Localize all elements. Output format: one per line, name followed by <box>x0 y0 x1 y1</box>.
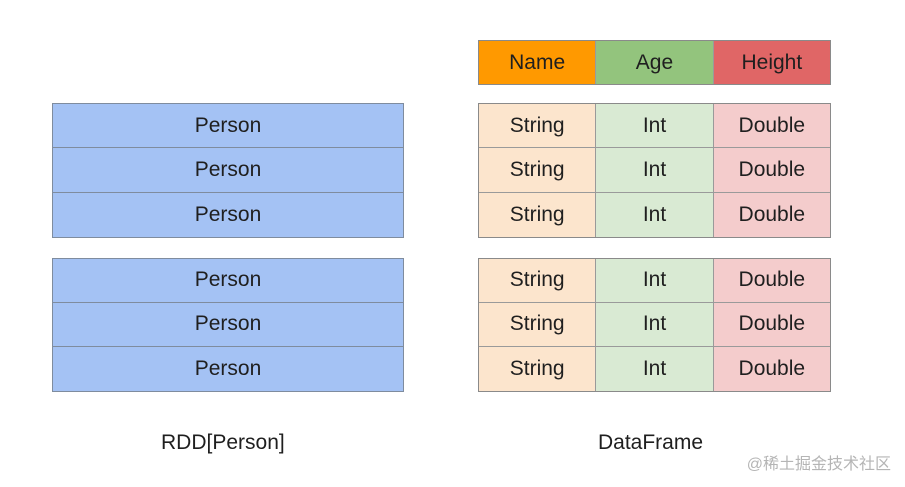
dataframe-row: String Int Double <box>479 104 830 149</box>
age-type-cell: Int <box>596 148 714 192</box>
name-type-cell: String <box>479 259 597 302</box>
name-type-cell: String <box>479 192 597 237</box>
dataframe-partition-2: String Int Double String Int Double Stri… <box>478 258 831 392</box>
height-type-cell: Double <box>713 148 830 192</box>
dataframe-row: String Int Double <box>479 346 830 391</box>
name-type-cell: String <box>479 148 597 192</box>
dataframe-row: String Int Double <box>479 302 830 347</box>
rdd-partition-2: Person Person Person <box>52 258 404 392</box>
rdd-caption: RDD[Person] <box>161 431 285 454</box>
age-type-cell: Int <box>596 346 714 391</box>
name-type-cell: String <box>479 302 597 346</box>
dataframe-row: String Int Double <box>479 148 830 193</box>
age-type-cell: Int <box>596 192 714 237</box>
height-type-cell: Double <box>713 302 830 346</box>
name-type-cell: String <box>479 346 597 391</box>
watermark: @稀土掘金技术社区 <box>746 456 891 473</box>
age-type-cell: Int <box>596 104 714 148</box>
dataframe-partition-1: String Int Double String Int Double Stri… <box>478 103 831 238</box>
height-type-cell: Double <box>713 192 830 237</box>
height-type-cell: Double <box>713 104 830 148</box>
header-name-cell: Name <box>479 41 597 84</box>
rdd-row: Person <box>53 259 403 303</box>
header-height-cell: Height <box>713 41 830 84</box>
rdd-partition-1: Person Person Person <box>52 103 404 238</box>
rdd-row: Person <box>194 202 262 226</box>
dataframe-row: String Int Double <box>479 192 830 237</box>
height-type-cell: Double <box>713 259 830 302</box>
rdd-row: Person <box>53 104 403 149</box>
age-type-cell: Int <box>596 302 714 346</box>
age-type-cell: Int <box>596 259 714 302</box>
dataframe-header: Name Age Height <box>478 40 831 85</box>
dataframe-caption: DataFrame <box>598 431 704 454</box>
rdd-row: Person <box>53 303 403 347</box>
name-type-cell: String <box>479 104 597 148</box>
height-type-cell: Double <box>713 346 830 391</box>
header-age-cell: Age <box>596 41 714 84</box>
rdd-row: Person <box>53 148 403 193</box>
rdd-row: Person <box>194 356 262 380</box>
dataframe-row: String Int Double <box>479 259 830 303</box>
